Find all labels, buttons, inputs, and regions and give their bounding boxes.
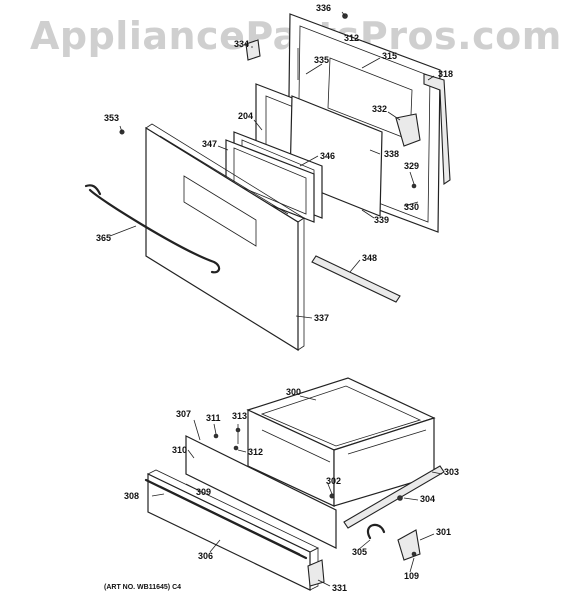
screw-313 xyxy=(235,427,241,433)
callout-348: 348 xyxy=(362,253,378,263)
callout-332: 332 xyxy=(372,104,388,114)
screw-109 xyxy=(411,551,417,557)
callout-329: 329 xyxy=(404,161,420,171)
callout-302: 302 xyxy=(326,476,342,486)
bracket-331 xyxy=(307,559,325,587)
callout-305: 305 xyxy=(352,547,368,557)
art-number: (ART NO. WB11645) C4 xyxy=(104,584,182,591)
callout-331: 331 xyxy=(332,583,348,593)
drawer-front-inner xyxy=(185,435,337,549)
callout-318: 318 xyxy=(438,69,454,79)
bracket-348 xyxy=(311,255,401,303)
callout-313: 313 xyxy=(232,411,248,421)
callout-301: 301 xyxy=(436,527,452,537)
callout-346: 346 xyxy=(320,151,336,161)
callout-312-upper: 312 xyxy=(344,33,360,43)
clip-334 xyxy=(245,39,261,61)
callout-339: 339 xyxy=(374,215,390,225)
callout-304: 304 xyxy=(420,494,436,504)
drawer-trim xyxy=(144,478,308,560)
callout-338: 338 xyxy=(384,149,400,159)
callout-334: 334 xyxy=(234,39,250,49)
callout-315: 315 xyxy=(382,51,398,61)
screw-302 xyxy=(329,493,335,499)
hinge-block xyxy=(395,113,421,147)
screw-329 xyxy=(411,183,417,189)
callout-312-lower: 312 xyxy=(248,447,264,457)
callout-330: 330 xyxy=(404,202,420,212)
callout-353: 353 xyxy=(104,113,120,123)
screw-304 xyxy=(397,495,403,501)
window-pack-347 xyxy=(225,139,315,223)
callout-308: 308 xyxy=(124,491,140,501)
screw-312 xyxy=(233,445,239,451)
callout-109: 109 xyxy=(404,571,420,581)
outer-door-panel xyxy=(145,123,305,352)
clip-305 xyxy=(367,523,386,540)
door-handle xyxy=(88,188,221,274)
door-hinge xyxy=(423,73,451,185)
screw-311 xyxy=(213,433,219,439)
callout-306: 306 xyxy=(198,551,214,561)
drawer-glide xyxy=(397,529,421,561)
callout-310: 310 xyxy=(172,445,188,455)
callout-337: 337 xyxy=(314,313,330,323)
callout-204: 204 xyxy=(238,111,254,121)
callout-309: 309 xyxy=(196,487,212,497)
callout-300: 300 xyxy=(286,387,302,397)
drawer-box xyxy=(246,377,436,507)
callout-303: 303 xyxy=(444,467,460,477)
callout-335: 335 xyxy=(314,55,330,65)
callout-307: 307 xyxy=(176,409,192,419)
callout-347: 347 xyxy=(202,139,218,149)
leader-lines xyxy=(109,11,443,587)
drawer-rail xyxy=(343,465,445,529)
callout-365: 365 xyxy=(96,233,112,243)
callout-336: 336 xyxy=(316,3,332,13)
callout-311: 311 xyxy=(206,413,221,423)
